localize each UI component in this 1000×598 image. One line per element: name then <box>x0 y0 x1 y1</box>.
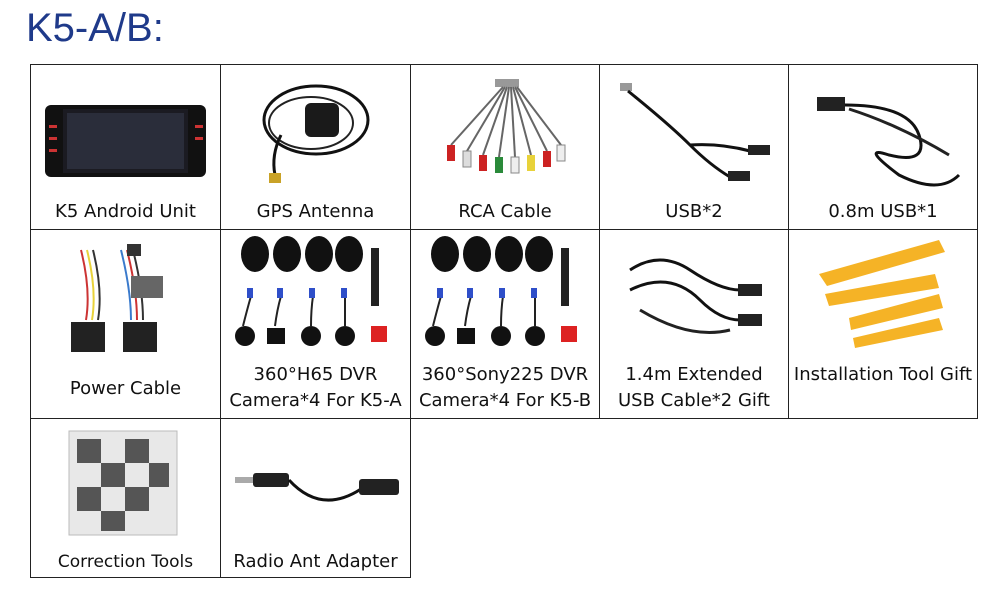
extended-usb-cable-icon <box>629 258 762 334</box>
item-gps-antenna: GPS Antenna <box>220 64 411 230</box>
item-label-line2: Camera*4 For K5-B <box>418 390 592 411</box>
item-label: 360°H65 DVR <box>253 364 378 385</box>
item-extended-usb: 1.4m Extended USB Cable*2 Gift <box>599 229 789 419</box>
item-label: GPS Antenna <box>256 201 375 222</box>
item-power-cable: Power Cable <box>30 229 221 419</box>
page-title: K5-A/B: <box>26 6 164 50</box>
usb-cable-icon <box>620 83 770 181</box>
item-correction-tools: Correction Tools <box>30 418 221 578</box>
item-rca-cable: RCA Cable <box>410 64 600 230</box>
dvr-camera-kit-icon <box>425 236 577 346</box>
item-label-line2: USB Cable*2 Gift <box>618 390 770 411</box>
item-label: Correction Tools <box>57 552 194 572</box>
item-usb: USB*2 <box>599 64 789 230</box>
gps-antenna-icon <box>262 84 370 183</box>
dvr-camera-kit-icon <box>235 236 387 346</box>
rca-cable-icon <box>447 79 566 174</box>
item-usb-08m: 0.8m USB*1 <box>788 64 978 230</box>
item-android-unit: K5 Android Unit <box>30 64 221 230</box>
item-label: K5 Android Unit <box>55 201 196 222</box>
item-label: Radio Ant Adapter <box>233 551 398 572</box>
item-label: USB*2 <box>665 201 723 222</box>
android-unit-icon <box>45 105 206 177</box>
item-dvr-sony225: 360°Sony225 DVR Camera*4 For K5-B <box>410 229 600 419</box>
item-label: 1.4m Extended <box>625 364 763 385</box>
item-label: Installation Tool Gift <box>793 364 973 385</box>
item-installation-tool: Installation Tool Gift <box>788 229 978 419</box>
item-label-line2: Camera*4 For K5-A <box>229 390 402 411</box>
calibration-cloth-icon <box>68 430 178 536</box>
item-label: RCA Cable <box>458 201 552 222</box>
item-dvr-h65: 360°H65 DVR Camera*4 For K5-A <box>220 229 411 419</box>
power-cable-icon <box>71 244 163 352</box>
item-label: 360°Sony225 DVR <box>421 364 589 385</box>
item-label: Power Cable <box>69 378 182 399</box>
usb-cable-icon <box>817 97 961 187</box>
pry-tool-icon <box>819 240 945 348</box>
item-radio-adapter: Radio Ant Adapter <box>220 418 411 578</box>
radio-adapter-icon <box>235 473 399 502</box>
item-label: 0.8m USB*1 <box>828 201 938 222</box>
